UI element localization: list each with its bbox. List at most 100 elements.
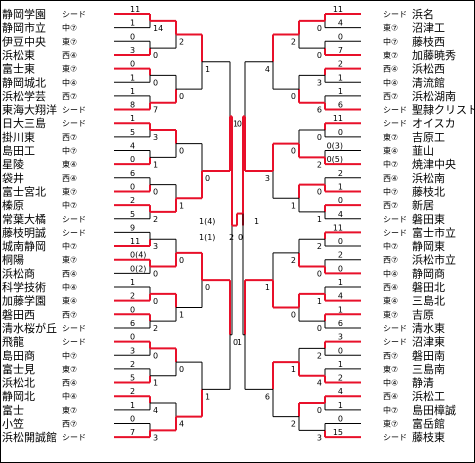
team-region: 中⑦ <box>383 159 398 169</box>
team-name: 藤枝東 <box>412 430 445 444</box>
team-name: 浜松東 <box>2 48 35 62</box>
round1-score: 0 <box>130 155 135 164</box>
round1-score: 5 <box>130 374 135 383</box>
team-name: 三島南 <box>412 362 445 376</box>
round1-score: 6 <box>338 319 343 328</box>
team-region: 中④ <box>383 77 398 87</box>
team-region: 中⑦ <box>62 241 77 251</box>
team-name: 桐陽 <box>2 253 24 267</box>
final-score: 1(4) <box>199 217 215 226</box>
r3-score: 4 <box>179 420 184 429</box>
round1-score: 2 <box>130 292 135 301</box>
team-name: 浜松湖南 <box>412 89 456 103</box>
round1-score: 4 <box>130 142 135 151</box>
team-name: 浜松西 <box>412 62 445 76</box>
team-name: 清流館 <box>412 75 445 89</box>
r2-score: 2 <box>317 242 322 251</box>
r2-score: 4 <box>317 379 322 388</box>
team-region: 東④ <box>62 159 77 169</box>
team-region: 中④ <box>62 391 77 401</box>
r2-score: 2 <box>153 324 158 333</box>
team-region: 東⑦ <box>62 255 77 265</box>
r4-score: 4 <box>265 65 270 74</box>
team-name: 富岳館 <box>412 417 445 431</box>
r3-score: 1 <box>291 201 296 210</box>
r3-score: 2 <box>179 37 184 46</box>
round1-score: 0 <box>130 182 135 191</box>
team-region: 東⑦ <box>383 419 398 429</box>
team-name: 富士 <box>2 403 24 417</box>
r3-score: 1 <box>179 201 184 210</box>
r5-score: 0 <box>237 119 242 128</box>
r2-score: 0 <box>153 297 158 306</box>
team-region: 東⑦ <box>383 309 398 319</box>
r4-score: 0 <box>205 283 210 292</box>
team-region: 東⑦ <box>62 64 77 74</box>
team-region: 中⑦ <box>62 146 77 156</box>
round1-score: 0 <box>338 415 343 424</box>
round1-score: 1 <box>338 401 343 410</box>
team-name: 静岡市立 <box>2 21 46 35</box>
team-name: 富士東 <box>2 62 35 76</box>
team-name: 浜松市立 <box>412 253 456 267</box>
team-name: 榛原 <box>2 199 24 212</box>
r2-score: 1 <box>153 379 158 388</box>
team-name: 常葉大橘 <box>2 212 46 226</box>
team-region: 中④ <box>62 282 77 292</box>
round1-score: 0 <box>338 264 343 273</box>
team-region: 中⑦ <box>383 186 398 196</box>
team-name: 磐田西 <box>2 307 35 321</box>
team-region: シード <box>62 10 86 19</box>
team-name: 静岡東 <box>412 239 445 253</box>
team-name: 聖隷クリストファー <box>412 104 475 117</box>
round1-score: 7 <box>338 46 343 55</box>
r2-score: 14 <box>153 24 163 33</box>
round1-score: 1 <box>338 87 343 96</box>
team-name: 浜松学芸 <box>2 89 46 103</box>
team-region: シード <box>62 338 86 347</box>
round1-score: 0 <box>130 305 135 314</box>
team-region: 西⑦ <box>383 256 398 265</box>
round1-score: 1 <box>130 19 135 28</box>
team-name: 磐田南 <box>412 348 445 362</box>
team-region: シード <box>383 215 407 224</box>
round1-score: 9 <box>130 223 135 232</box>
r2-score: 1 <box>153 160 158 169</box>
round1-score: 4 <box>338 387 343 396</box>
team-name: 静清 <box>412 376 434 390</box>
round1-score: 1 <box>338 278 343 287</box>
round1-score: 11 <box>333 5 343 14</box>
round1-score: 5 <box>130 128 135 137</box>
team-name: 藤枝西 <box>412 34 445 48</box>
team-name: 伊豆中央 <box>2 35 46 48</box>
team-name: 袋井 <box>2 171 24 185</box>
r4-score: 0 <box>205 174 210 183</box>
round1-score: 5 <box>130 210 135 219</box>
team-region: 中⑦ <box>383 241 398 251</box>
team-region: 西⑦ <box>62 92 77 101</box>
team-name: 日大三島 <box>2 116 46 130</box>
team-name: 掛川東 <box>2 130 35 144</box>
team-region: シード <box>62 433 86 442</box>
team-region: 中⑦ <box>62 23 77 33</box>
r2-score: 0 <box>317 133 322 142</box>
final-score: 1(1) <box>199 233 215 242</box>
team-name: 島田工 <box>2 144 35 158</box>
r3-score: 2 <box>291 37 296 46</box>
team-region: シード <box>62 324 86 333</box>
team-region: 中⑦ <box>383 36 398 46</box>
round1-score: 1 <box>130 73 135 82</box>
team-name: 焼津中央 <box>412 158 456 171</box>
team-name: 加藤学園 <box>2 294 46 308</box>
r2-score: 3 <box>153 242 158 251</box>
team-name: 島田商 <box>2 348 35 362</box>
r2-score: 0 <box>317 324 322 333</box>
team-name: 富士市立 <box>412 225 456 239</box>
r2-score: 2 <box>153 215 158 224</box>
round1-score: 1 <box>338 73 343 82</box>
team-name: 静岡学園 <box>2 7 46 21</box>
r3-score: 0 <box>291 310 296 319</box>
r2-score: 2 <box>317 160 322 169</box>
team-region: 西⑦ <box>383 201 398 210</box>
team-region: 西④ <box>383 174 398 183</box>
